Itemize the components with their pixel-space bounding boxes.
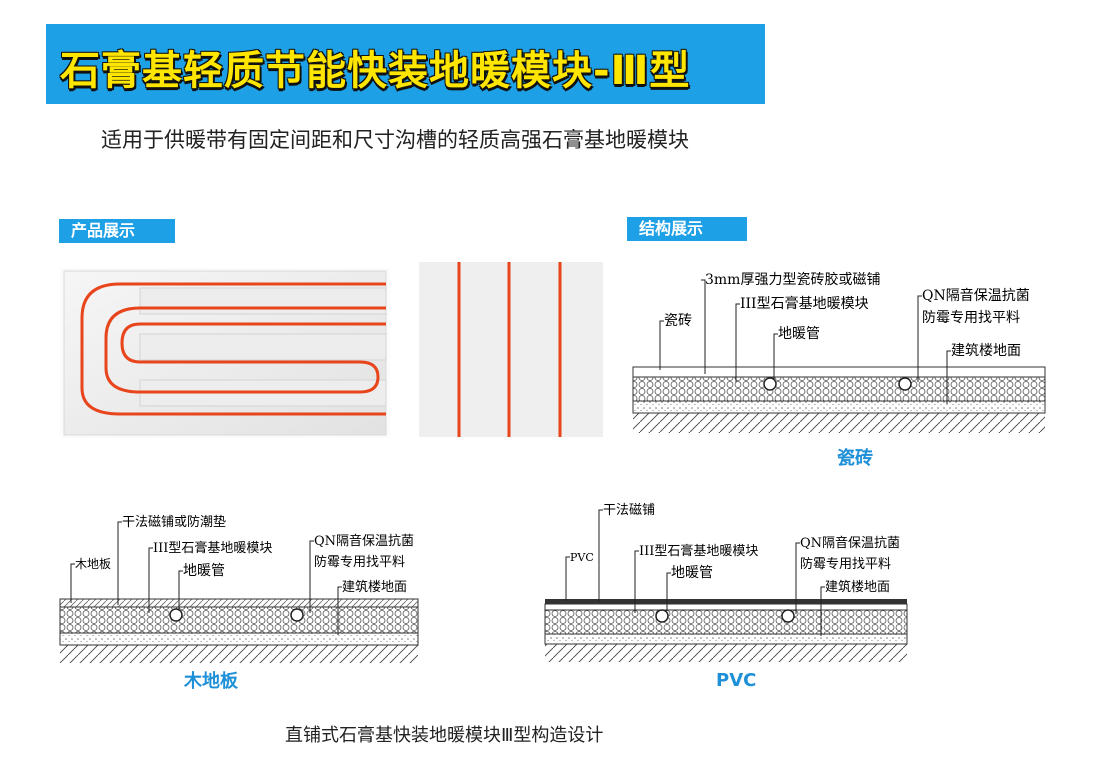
- tile-label-adhesive: 3mm厚强力型瓷砖胶或磁铺: [705, 271, 880, 288]
- product-section-tag: 产品展示: [59, 219, 175, 243]
- structure-diagram-wood: 干法磁铺或防潮垫 木地板 III型石膏基地暖模块 地暖管 QN隔音保温抗菌 防霉…: [59, 514, 419, 663]
- wood-label-floor: 建筑楼地面: [342, 579, 407, 595]
- tile-caption: 瓷砖: [837, 448, 873, 469]
- pvc-label-pvc: PVC: [570, 551, 594, 564]
- tile-label-pipe: 地暖管: [778, 326, 820, 342]
- wood-label-pipe: 地暖管: [183, 563, 225, 579]
- structure-diagram-pvc: 干法磁铺 PVC III型石膏基地暖模块 地暖管 QN隔音保温抗菌 防霉专用找平…: [544, 503, 908, 662]
- pvc-label-pipe: 地暖管: [671, 565, 713, 581]
- wood-label-dry: 干法磁铺或防潮垫: [122, 514, 226, 530]
- structure-section-tag: 结构展示: [627, 217, 747, 241]
- wood-label-leveler-1: QN隔音保温抗菌: [314, 533, 414, 549]
- pvc-caption: PVC: [716, 670, 757, 691]
- product-photo-pipes: [419, 262, 603, 437]
- wood-label-leveler-2: 防霉专用找平料: [314, 554, 405, 570]
- pvc-label-module: III型石膏基地暖模块: [639, 543, 758, 559]
- tile-label-module: III型石膏基地暖模块: [740, 295, 869, 312]
- tile-label-tile: 瓷砖: [664, 313, 692, 329]
- pvc-label-leveler-2: 防霉专用找平料: [800, 556, 891, 572]
- page-title: 石膏基轻质节能快装地暖模块-Ⅲ型: [60, 48, 691, 94]
- page-subtitle: 适用于供暖带有固定间距和尺寸沟槽的轻质高强石膏基地暖模块: [101, 128, 689, 152]
- structure-diagram-tile: 3mm厚强力型瓷砖胶或磁铺 瓷砖 III型石膏基地暖模块 地暖管 QN隔音保温抗…: [632, 271, 1046, 433]
- tile-label-leveler-1: QN隔音保温抗菌: [922, 287, 1030, 304]
- tile-label-leveler-2: 防霉专用找平料: [922, 310, 1020, 326]
- tile-label-floor: 建筑楼地面: [951, 343, 1021, 359]
- pvc-label-floor: 建筑楼地面: [825, 579, 890, 595]
- product-photo-module: [60, 268, 390, 438]
- wood-label-module: III型石膏基地暖模块: [153, 540, 272, 556]
- wood-caption: 木地板: [184, 671, 238, 692]
- wood-label-wood: 木地板: [75, 557, 111, 571]
- pvc-label-leveler-1: QN隔音保温抗菌: [800, 535, 900, 551]
- pvc-label-dry: 干法磁铺: [603, 503, 655, 518]
- footer-caption: 直铺式石膏基快装地暖模块Ⅲ型构造设计: [285, 725, 604, 746]
- title-banner: [46, 24, 765, 104]
